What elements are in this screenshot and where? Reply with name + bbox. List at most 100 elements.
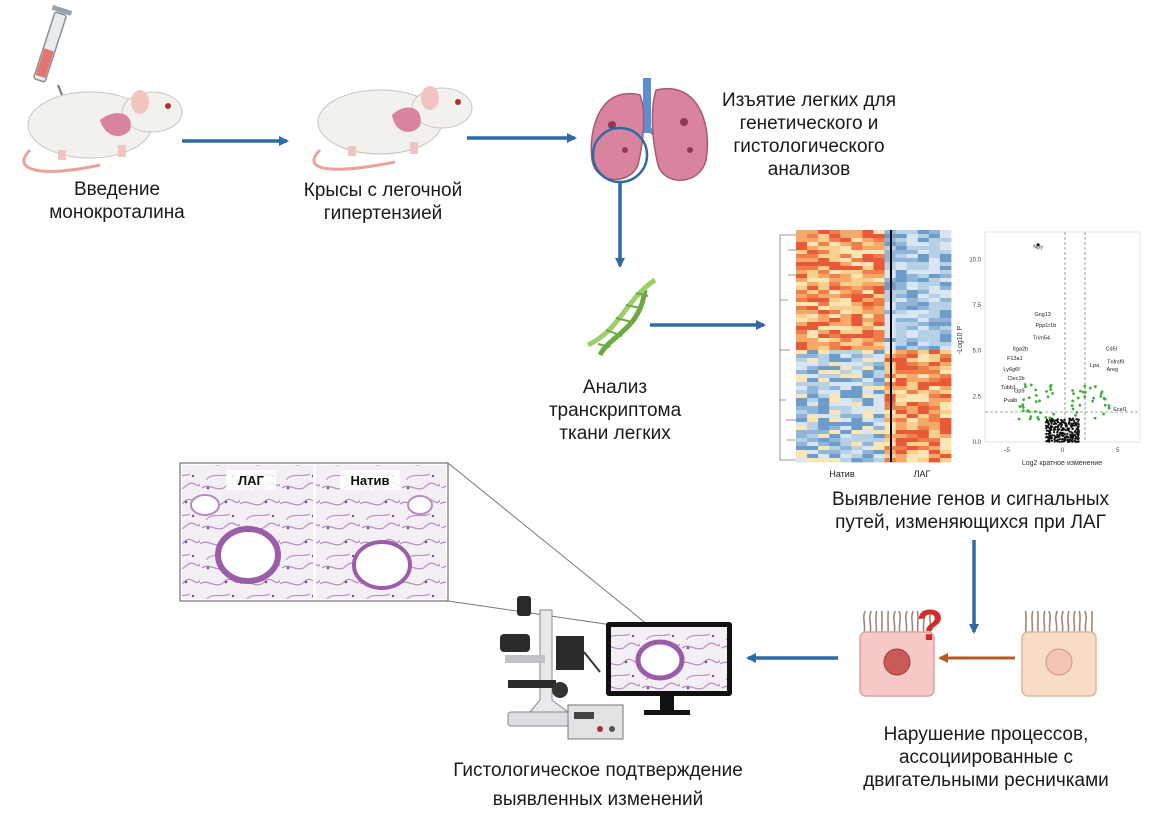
heatmap-cell [818,418,830,423]
heatmap-cell [807,258,819,263]
heatmap-cell [939,270,952,275]
volcano-point [1061,426,1064,430]
heatmap-cell [840,330,852,335]
heatmap-cell [851,230,863,235]
heatmap-cell [840,378,852,383]
volcano-gene-label: Ppp1r1b [1035,323,1056,329]
heatmap-cell [917,378,930,383]
volcano-point [1091,399,1095,403]
heatmap-cell [807,246,819,251]
volcano-point [1071,437,1074,440]
heatmap-cell [873,458,885,463]
heatmap-cell [796,290,808,295]
heatmap-cell [906,450,919,455]
heatmap-cell [807,454,819,459]
heatmap-cell [840,410,852,415]
heatmap-cell [928,414,941,419]
heatmap-cell [895,366,908,371]
volcano-point [1059,425,1063,428]
heatmap-cell [873,338,885,343]
cilium [898,610,901,634]
volcano-point [1060,432,1063,435]
heatmap-cell [829,458,841,463]
histology-step-label: Гистологическое подтверждение выявленных… [453,760,743,810]
heatmap-cell [939,234,952,239]
heatmap-cell [928,426,941,431]
heatmap-cell [796,250,808,255]
heatmap-cell [851,346,863,351]
volcano-point [1029,415,1033,419]
heatmap-cell [895,278,908,283]
heatmap-cell [818,454,830,459]
volcano-point [1048,418,1052,422]
heatmap-cell [906,358,919,363]
heatmap-cell [862,370,874,375]
heatmap-cell [873,342,885,347]
heatmap-cell [939,438,952,443]
heatmap-cell [939,242,952,247]
volcano-point [1070,404,1074,408]
volcano-point [1071,432,1074,435]
heatmap-cell [939,386,952,391]
heatmap-cell [906,278,919,283]
heatmap-cell [895,266,908,271]
heatmap-cell [906,254,919,259]
volcano-point [1018,405,1022,408]
heatmap-cell [862,346,874,351]
heatmap-cell [840,342,852,347]
heatmap-cell [807,262,819,267]
heatmap-cell [928,242,941,247]
heatmap-cell [807,374,819,379]
transcriptome-step-label: Анализ транскриптома ткани легких [548,377,682,444]
heatmap-cell [928,278,941,283]
heatmap-cell [829,426,841,431]
heatmap-cell [818,250,830,255]
heatmap-cell [906,322,919,327]
heatmap-cell [796,246,808,251]
volcano-point [1022,398,1026,402]
heatmap-cell [818,338,830,343]
heatmap-cell [829,238,841,243]
volcano-point [1068,438,1071,442]
heatmap-cell [840,258,852,263]
heatmap-cell [873,354,885,359]
heatmap-cell [939,346,952,351]
heatmap-cell [873,278,885,283]
heatmap-cell [851,262,863,267]
volcano-point [1053,428,1057,431]
heatmap-cell [895,342,908,347]
heatmap-cell [895,338,908,343]
heatmap-cell [818,422,830,427]
heatmap-cell [829,338,841,343]
volcano-point [1058,433,1061,436]
heatmap-cell [840,370,852,375]
heatmap-cell [851,310,863,315]
heatmap-cell [796,238,808,243]
heatmap-cell [928,310,941,315]
heatmap-cell [840,286,852,291]
heatmap-cell [796,430,808,435]
volcano-point [1073,430,1076,434]
heatmap-cell [829,310,841,315]
volcano-point [1074,413,1077,417]
histology-panel-lag-label: ЛАГ [238,473,265,488]
heatmap-cell [917,354,930,359]
heatmap-cell [807,266,819,271]
heatmap-cell [928,290,941,295]
heatmap-cell [807,254,819,259]
volcano-point [1023,383,1027,386]
heatmap-cell [851,422,863,427]
volcano-y-tick: 2.5 [973,394,982,400]
volcano-point [1050,437,1053,440]
heatmap-cell [818,458,830,463]
heatmap-cell [906,366,919,371]
heatmap-cell [818,430,830,435]
heatmap-cell [917,442,930,447]
heatmap-cell [851,254,863,259]
heatmap-cell [917,322,930,327]
heatmap-cell [796,270,808,275]
heatmap-cell [939,322,952,327]
volcano-gene-label: Cd5l [1106,347,1117,353]
heatmap-cell [818,398,830,403]
heatmap-cell [829,290,841,295]
